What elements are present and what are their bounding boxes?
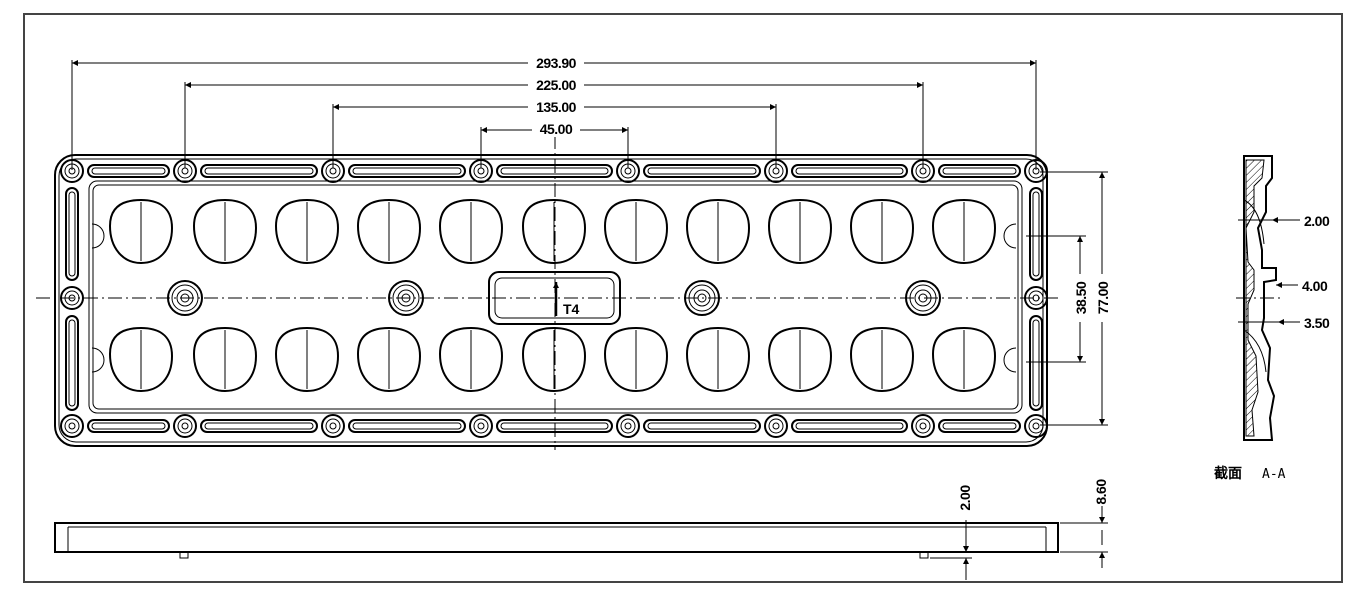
lens-array xyxy=(108,198,997,393)
edge-slot xyxy=(791,164,908,178)
dim-hole-spacing: 38.50 xyxy=(1073,281,1089,314)
sheet-frame xyxy=(23,13,1343,583)
lens xyxy=(356,326,422,393)
section-dim-middle: 4.00 xyxy=(1302,278,1328,294)
edge-slot xyxy=(87,164,170,178)
lens xyxy=(767,326,833,393)
lens xyxy=(685,326,751,393)
section-profile xyxy=(1243,155,1277,441)
mounting-hole xyxy=(1024,414,1048,438)
lens xyxy=(603,198,669,265)
edge-slot xyxy=(791,419,908,433)
lens xyxy=(108,326,174,393)
lens xyxy=(438,198,504,265)
edge-slot xyxy=(643,164,761,178)
lens xyxy=(521,326,587,393)
section-hatch xyxy=(1245,159,1265,437)
vertical-dimensions: 77.00 38.50 xyxy=(1026,171,1111,426)
lens xyxy=(108,198,174,265)
dim-outer-pitch: 225.00 xyxy=(536,77,577,93)
edge-notch xyxy=(91,223,105,249)
edge-slot xyxy=(200,419,318,433)
lens xyxy=(274,198,340,265)
section-view: 2.00 4.00 3.50 截面 A-A xyxy=(1214,155,1330,482)
lens xyxy=(849,326,915,393)
edge-slot xyxy=(938,419,1021,433)
dim-base-thickness: 2.00 xyxy=(957,485,973,511)
lens xyxy=(438,326,504,393)
mounting-hole xyxy=(764,414,788,438)
lens xyxy=(521,198,587,265)
dim-middle-pitch: 135.00 xyxy=(536,99,577,115)
edge-slot xyxy=(348,164,466,178)
side-profile xyxy=(54,522,1059,553)
lens xyxy=(274,326,340,393)
side-pin-right xyxy=(919,551,929,559)
lens xyxy=(931,198,997,265)
section-dim-lower: 3.50 xyxy=(1304,315,1330,331)
side-view: 8.60 2.00 xyxy=(54,479,1109,580)
material-mark: T4 xyxy=(563,301,580,317)
edge-slot xyxy=(938,164,1021,178)
edge-slot xyxy=(65,187,79,281)
section-dim-upper: 2.00 xyxy=(1304,213,1330,229)
side-pin-left xyxy=(179,551,189,559)
dim-overall-length: 293.90 xyxy=(536,55,577,71)
mounting-hole xyxy=(60,414,84,438)
edge-slot xyxy=(200,164,318,178)
mounting-hole xyxy=(911,414,935,438)
edge-notch xyxy=(1003,347,1017,373)
dim-inner-pitch: 45.00 xyxy=(540,121,573,137)
lens xyxy=(767,198,833,265)
section-label-cn: 截面 xyxy=(1214,465,1242,481)
edge-slot xyxy=(1029,187,1043,281)
mounting-hole xyxy=(469,414,493,438)
edge-slot xyxy=(643,419,761,433)
lens xyxy=(356,198,422,265)
dim-overall-width: 77.00 xyxy=(1095,281,1111,314)
horizontal-dimensions: 293.90 225.00 135.00 45.00 xyxy=(71,55,1037,170)
lens xyxy=(685,198,751,265)
edge-notch xyxy=(91,347,105,373)
edge-slot xyxy=(1029,315,1043,411)
lens xyxy=(603,326,669,393)
mounting-hole xyxy=(321,414,345,438)
mounting-hole xyxy=(173,414,197,438)
edge-slot xyxy=(87,419,170,433)
lens xyxy=(931,326,997,393)
lens xyxy=(192,326,258,393)
plate-outline xyxy=(54,154,1048,447)
dim-total-thickness: 8.60 xyxy=(1093,479,1109,505)
section-label-name: A-A xyxy=(1262,467,1286,482)
slots xyxy=(65,164,1043,433)
lens xyxy=(849,198,915,265)
edge-notch xyxy=(1003,223,1017,249)
notches xyxy=(91,223,1017,373)
edge-slot xyxy=(65,315,79,411)
lens xyxy=(192,198,258,265)
mounting-hole xyxy=(616,414,640,438)
edge-slot xyxy=(348,419,466,433)
top-view: T4 xyxy=(36,135,1060,450)
